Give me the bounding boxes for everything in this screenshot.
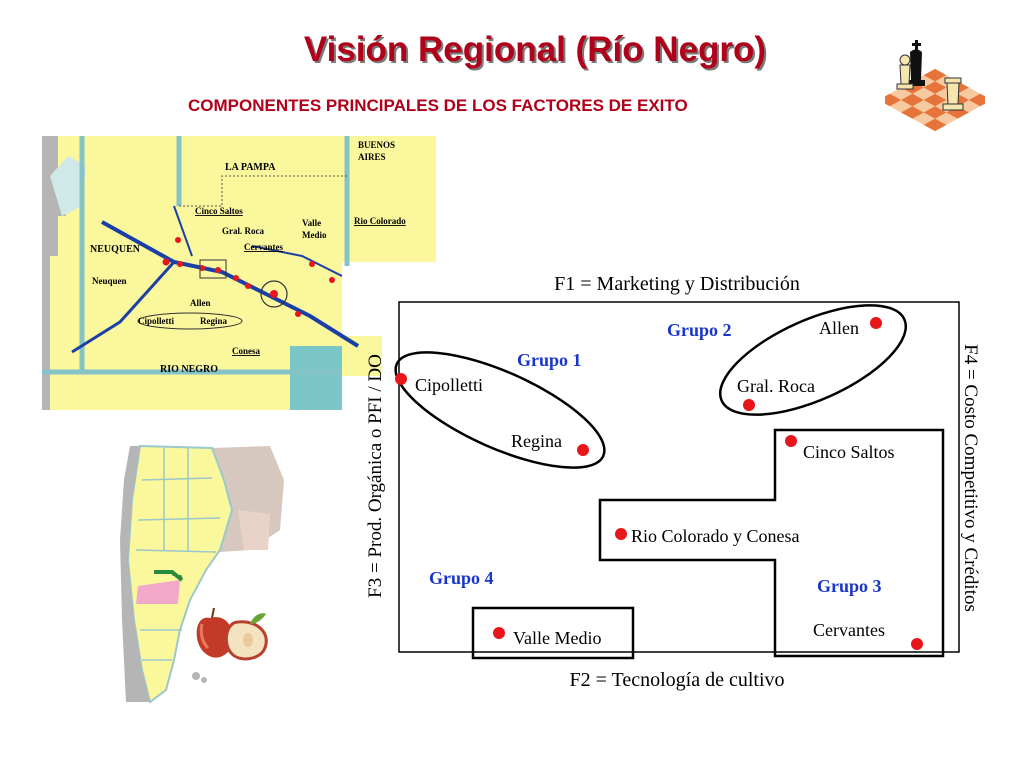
point-label-cipolletti: Cipolletti (415, 375, 483, 395)
page-subtitle: COMPONENTES PRINCIPALES DE LOS FACTORES … (188, 96, 688, 115)
page-title: Visión Regional (Río Negro) (303, 30, 767, 69)
point-dot-cervantes (911, 638, 923, 650)
map-label-cinco-saltos: Cinco Saltos (195, 206, 243, 216)
point-dot-cipolletti (395, 373, 407, 385)
group-4-label: Grupo 4 (429, 568, 494, 588)
point-dot-gral-roca (743, 399, 755, 411)
point-label-gral-roca: Gral. Roca (737, 376, 815, 396)
lake-region (50, 156, 86, 216)
group-2-label: Grupo 2 (667, 320, 732, 340)
map-label-valle: Valle (302, 218, 321, 228)
chessboard-squares (885, 68, 985, 132)
province-lines (135, 448, 221, 661)
point-label-rio-colorado-conesa: Rio Colorado y Conesa (631, 526, 800, 546)
group-1-outline (394, 351, 606, 469)
argentina-map (120, 444, 284, 704)
map-label-cervantes: Cervantes (244, 242, 283, 252)
group-3-label: Grupo 3 (817, 576, 882, 596)
axis-label-f3: F3 = Prod. Orgánica o PFI / DO (365, 354, 386, 598)
province-borders (42, 136, 350, 375)
chess-king-icon (907, 40, 925, 86)
point-dot-valle-medio (493, 627, 505, 639)
point-label-regina: Regina (511, 431, 562, 451)
map-label-conesa: Conesa (232, 346, 261, 356)
group-1-label: Grupo 1 (517, 350, 582, 370)
coast-area (342, 262, 436, 410)
group-2-outline (718, 304, 908, 416)
point-dot-allen (870, 317, 882, 329)
map-label-rio-colorado: Rio Colorado (354, 216, 406, 226)
axis-label-f1: F1 = Marketing y Distribución (554, 273, 800, 295)
map-label-neuquen: NEUQUEN (90, 244, 141, 255)
axis-label-f4: F4 = Costo Competitivo y Créditos (960, 344, 981, 612)
neuquen-river (71, 260, 176, 354)
map-label-neuquen-city: Neuquen (92, 276, 127, 286)
group-4-outline (471, 606, 635, 660)
rio-negro-map: LA PAMPA BUENOS AIRES NEUQUEN RIO NEGRO … (42, 136, 436, 410)
axis-label-f2: F2 = Tecnología de cultivo (569, 669, 784, 691)
point-dot-rio-colorado-conesa (615, 528, 627, 540)
map-label-buenos: BUENOS (358, 140, 395, 150)
point-dot-regina (577, 444, 589, 456)
chess-rook-icon (942, 77, 964, 111)
point-label-allen: Allen (819, 318, 859, 338)
map-label-regina: Regina (200, 316, 228, 326)
group-3-outline (598, 428, 945, 658)
map-label-rio-negro: RIO NEGRO (160, 364, 218, 375)
point-label-valle-medio: Valle Medio (513, 628, 601, 648)
map-cipolletti-regina-outline (137, 312, 243, 330)
map-label-gral-roca: Gral. Roca (222, 226, 264, 236)
map-label-allen: Allen (190, 298, 211, 308)
point-label-cervantes: Cervantes (813, 620, 885, 640)
chess-pawn-icon (896, 54, 914, 90)
map-label-la-pampa: LA PAMPA (225, 162, 276, 173)
point-dot-cinco-saltos (785, 435, 797, 447)
diagram-frame (398, 301, 960, 653)
rio-negro-highlight (136, 580, 180, 604)
map-label-aires: AIRES (358, 152, 386, 162)
chessboard-icon (885, 40, 985, 132)
apples-icon (196, 607, 268, 661)
map-label-medio: Medio (302, 230, 327, 240)
sea-area (290, 346, 342, 410)
map-label-cipolletti: Cipolletti (138, 316, 174, 326)
point-label-cinco-saltos: Cinco Saltos (803, 442, 895, 462)
factor-diagram: F1 = Marketing y Distribución F2 = Tecno… (365, 273, 981, 691)
